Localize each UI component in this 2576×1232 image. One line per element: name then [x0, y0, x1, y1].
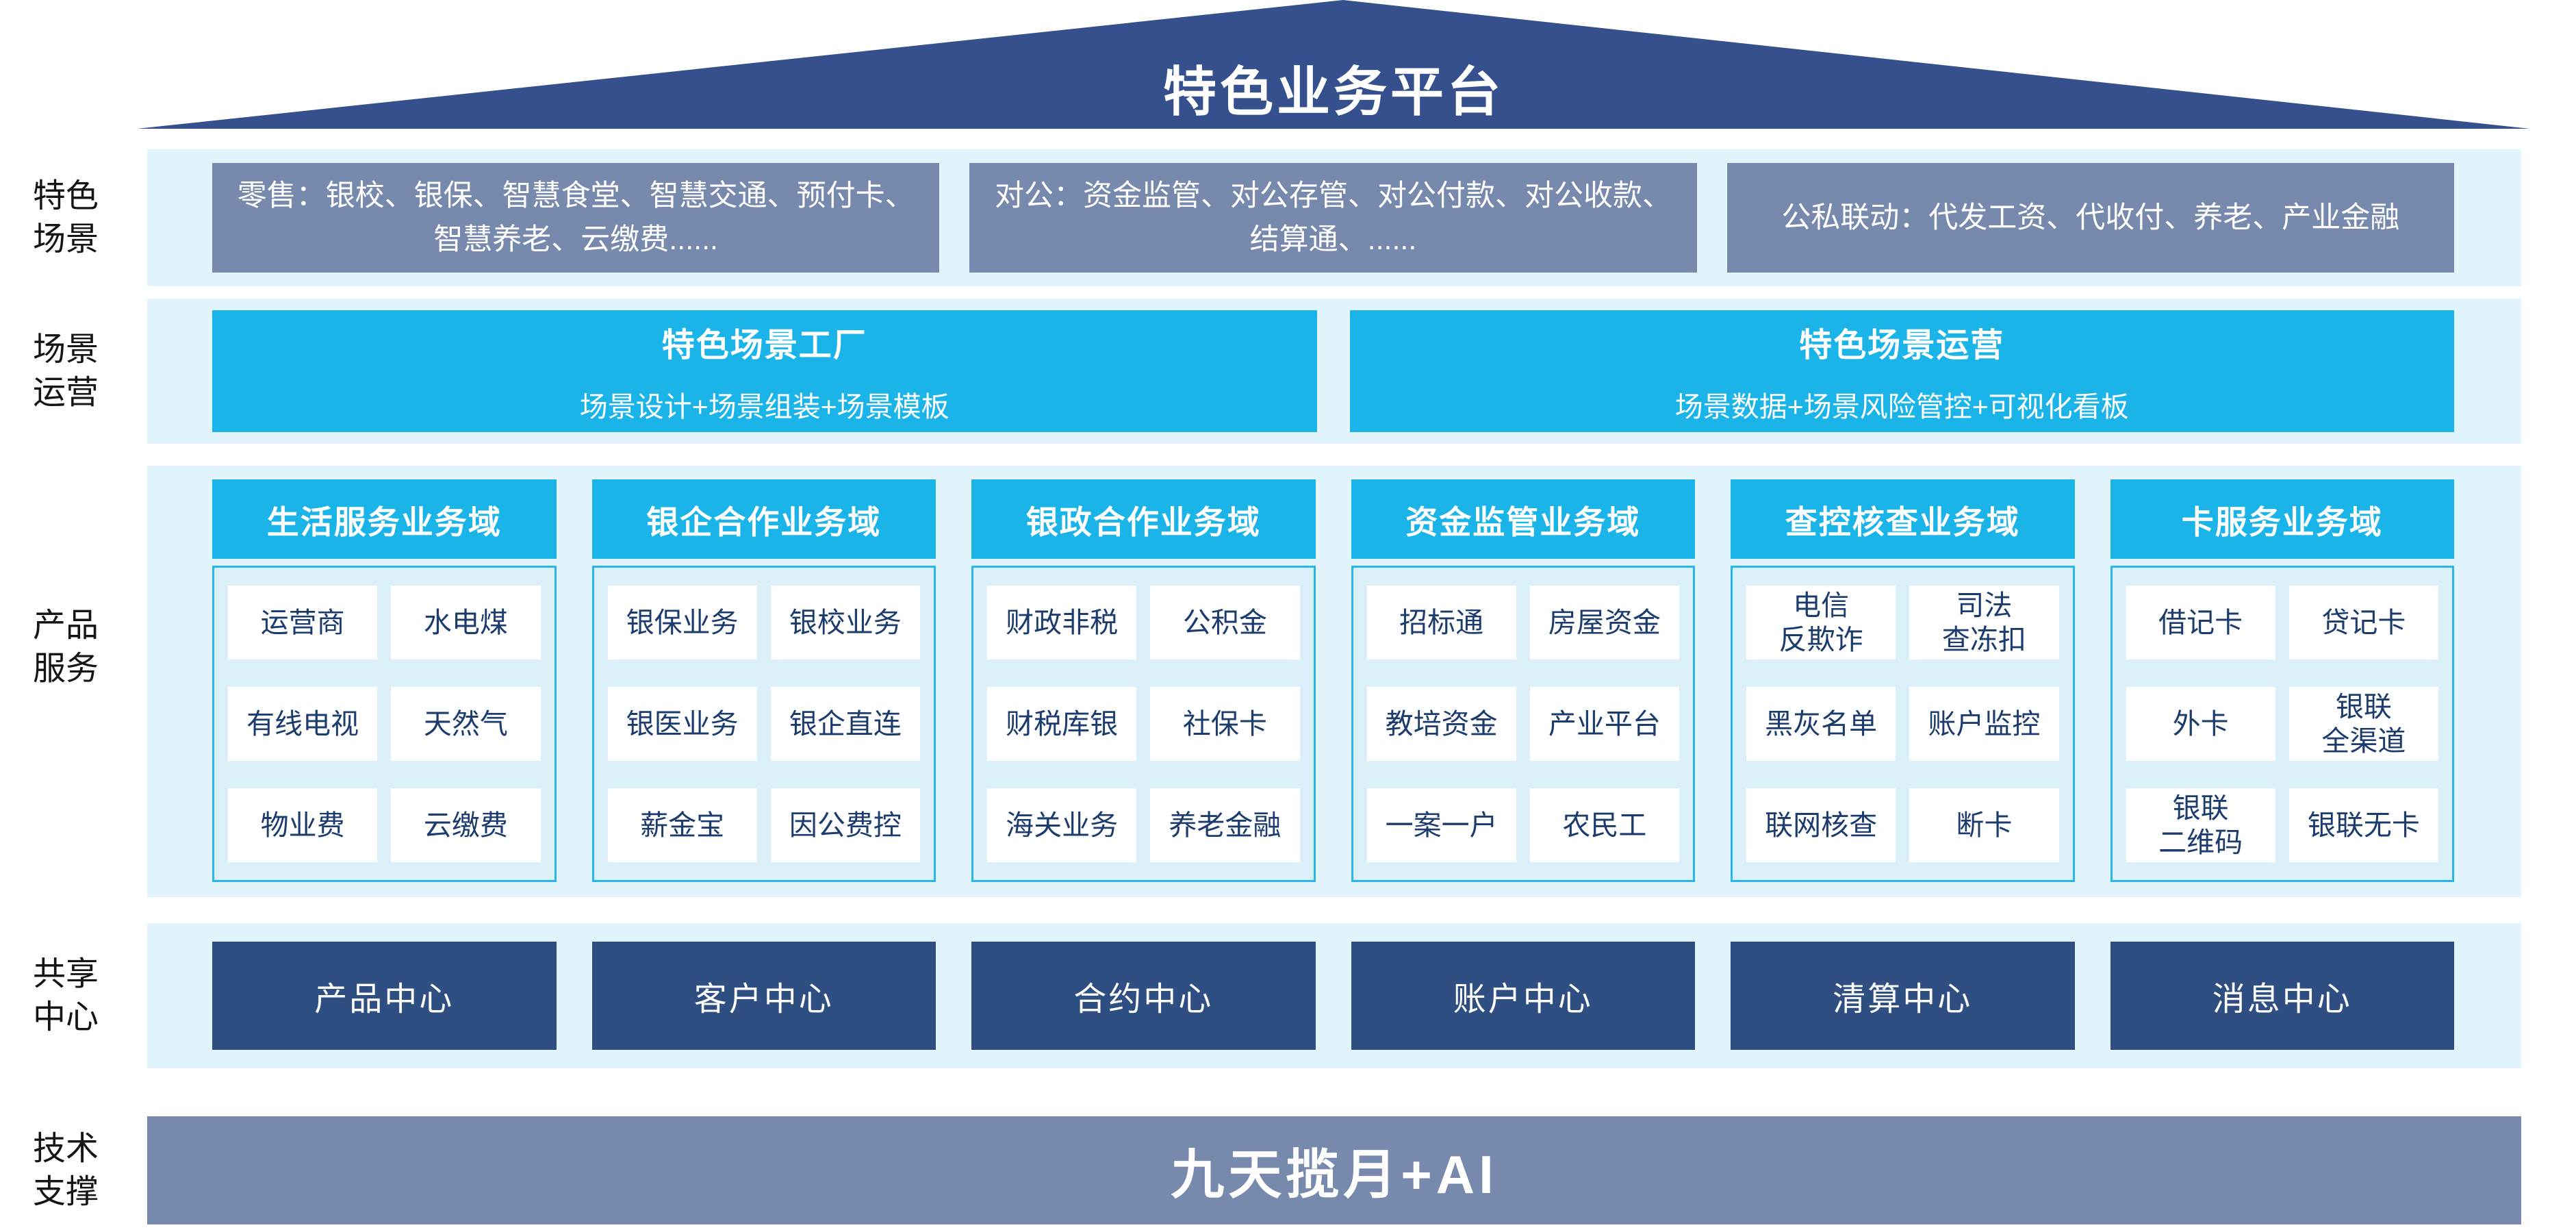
domain-cell: 社保卡 — [1150, 687, 1300, 761]
rail-label-product-services: 产品 服务 — [32, 607, 99, 687]
domain-cell: 银联 全渠道 — [2288, 687, 2438, 761]
domain-body: 招标通 房屋资金 教培资金 产业平台 一案一户 农民工 — [1351, 566, 1695, 882]
domain-cell: 司法 查冻扣 — [1909, 586, 2059, 659]
domain-cell: 天然气 — [391, 687, 541, 761]
product-services-band: 生活服务业务域 运营商 水电煤 有线电视 天然气 物业费 云缴费 银企合作业务域… — [147, 466, 2521, 897]
domain-cell: 外卡 — [2126, 687, 2275, 761]
domain-cell: 银联无卡 — [2288, 788, 2438, 862]
scene-box-corporate: 对公：资金监管、对公存管、对公付款、对公收款、结算通、...... — [969, 163, 1697, 273]
domain-cell: 电信 反欺诈 — [1746, 586, 1896, 659]
domain-cell: 教培资金 — [1366, 687, 1516, 761]
domain-cell: 产业平台 — [1529, 687, 1679, 761]
domain-cell: 有线电视 — [228, 687, 378, 761]
domain-cell: 联网核查 — [1746, 788, 1896, 862]
domain-header: 卡服务业务域 — [2110, 479, 2454, 559]
domain-body: 财政非税 公积金 财税库银 社保卡 海关业务 养老金融 — [971, 566, 1316, 882]
domain-cell: 房屋资金 — [1529, 586, 1679, 659]
domain-cell: 银校业务 — [770, 586, 920, 659]
domain-body: 电信 反欺诈 司法 查冻扣 黑灰名单 账户监控 联网核查 断卡 — [1731, 566, 2075, 882]
domain-cell: 借记卡 — [2126, 586, 2275, 659]
domain-card-bank-enterprise: 银企合作业务域 银保业务 银校业务 银医业务 银企直连 薪金宝 因公费控 — [591, 479, 936, 882]
domain-cell: 云缴费 — [391, 788, 541, 862]
domain-cell: 账户监控 — [1909, 687, 2059, 761]
domain-header: 银政合作业务域 — [971, 479, 1316, 559]
domain-cell: 养老金融 — [1150, 788, 1300, 862]
domain-cell: 银联 二维码 — [2126, 788, 2275, 862]
domain-body: 银保业务 银校业务 银医业务 银企直连 薪金宝 因公费控 — [591, 566, 936, 882]
scene-operation-subtitle: 场景数据+场景风险管控+可视化看板 — [1674, 391, 2129, 423]
domain-card-fund-supervision: 资金监管业务域 招标通 房屋资金 教培资金 产业平台 一案一户 农民工 — [1351, 479, 1695, 882]
scene-box-public-private: 公私联动：代发工资、代收付、养老、产业金融 — [1726, 163, 2454, 273]
share-centers-band: 产品中心 客户中心 合约中心 账户中心 清算中心 消息中心 — [147, 923, 2521, 1068]
domain-cell: 海关业务 — [987, 788, 1137, 862]
domain-card-inquiry-control: 查控核查业务域 电信 反欺诈 司法 查冻扣 黑灰名单 账户监控 联网核查 断卡 — [1731, 479, 2075, 882]
tech-support-bar: 九天揽月+AI — [147, 1116, 2521, 1224]
scene-factory-subtitle: 场景设计+场景组装+场景模板 — [579, 391, 949, 423]
roof-banner: 特色业务平台 — [137, 0, 2530, 129]
scenes-band: 零售：银校、银保、智慧食堂、智慧交通、预付卡、智慧养老、云缴费...... 对公… — [147, 149, 2521, 286]
rail-label-tech-support: 技术 支撑 — [32, 1130, 99, 1210]
rail-label-share-centers: 共享 中心 — [32, 955, 99, 1035]
platform-title: 特色业务平台 — [1162, 62, 1504, 122]
domain-cell: 招标通 — [1366, 586, 1516, 659]
domain-body: 运营商 水电煤 有线电视 天然气 物业费 云缴费 — [212, 566, 557, 882]
domain-cell: 黑灰名单 — [1746, 687, 1896, 761]
center-box-product: 产品中心 — [212, 942, 557, 1050]
scene-box-retail: 零售：银校、银保、智慧食堂、智慧交通、预付卡、智慧养老、云缴费...... — [212, 163, 940, 273]
domain-cell: 银保业务 — [607, 586, 757, 659]
domain-cell: 银企直连 — [770, 687, 920, 761]
scene-factory-box: 特色场景工厂 场景设计+场景组装+场景模板 — [212, 310, 1317, 432]
domain-cell: 断卡 — [1909, 788, 2059, 862]
domain-cell: 物业费 — [228, 788, 378, 862]
center-box-contract: 合约中心 — [971, 942, 1316, 1050]
domain-cell: 贷记卡 — [2288, 586, 2438, 659]
scene-operation-title: 特色场景运营 — [1799, 327, 2005, 364]
domain-cell: 运营商 — [228, 586, 378, 659]
domain-cell: 水电煤 — [391, 586, 541, 659]
scene-operation-box: 特色场景运营 场景数据+场景风险管控+可视化看板 — [1349, 310, 2454, 432]
domain-header: 查控核查业务域 — [1731, 479, 2075, 559]
domain-header: 生活服务业务域 — [212, 479, 557, 559]
domain-cell: 因公费控 — [770, 788, 920, 862]
domain-body: 借记卡 贷记卡 外卡 银联 全渠道 银联 二维码 银联无卡 — [2110, 566, 2454, 882]
domain-cell: 公积金 — [1150, 586, 1300, 659]
domain-card-bank-government: 银政合作业务域 财政非税 公积金 财税库银 社保卡 海关业务 养老金融 — [971, 479, 1316, 882]
domain-cell: 银医业务 — [607, 687, 757, 761]
rail-label-scene-operation: 场景 运营 — [32, 331, 99, 411]
domain-cell: 财政非税 — [987, 586, 1137, 659]
domain-card-card-services: 卡服务业务域 借记卡 贷记卡 外卡 银联 全渠道 银联 二维码 银联无卡 — [2110, 479, 2454, 882]
rail-label-scenes: 特色 场景 — [32, 177, 99, 257]
domain-cell: 财税库银 — [987, 687, 1137, 761]
domain-header: 银企合作业务域 — [591, 479, 936, 559]
center-box-clearing: 清算中心 — [1731, 942, 2075, 1050]
domain-cell: 薪金宝 — [607, 788, 757, 862]
center-box-message: 消息中心 — [2110, 942, 2454, 1050]
center-box-account: 账户中心 — [1351, 942, 1695, 1050]
domain-card-life-services: 生活服务业务域 运营商 水电煤 有线电视 天然气 物业费 云缴费 — [212, 479, 557, 882]
domain-header: 资金监管业务域 — [1351, 479, 1695, 559]
scene-factory-title: 特色场景工厂 — [661, 327, 867, 364]
scene-operation-band: 特色场景工厂 场景设计+场景组装+场景模板 特色场景运营 场景数据+场景风险管控… — [147, 299, 2521, 444]
center-box-customer: 客户中心 — [591, 942, 936, 1050]
domain-cell: 农民工 — [1529, 788, 1679, 862]
domain-cell: 一案一户 — [1366, 788, 1516, 862]
